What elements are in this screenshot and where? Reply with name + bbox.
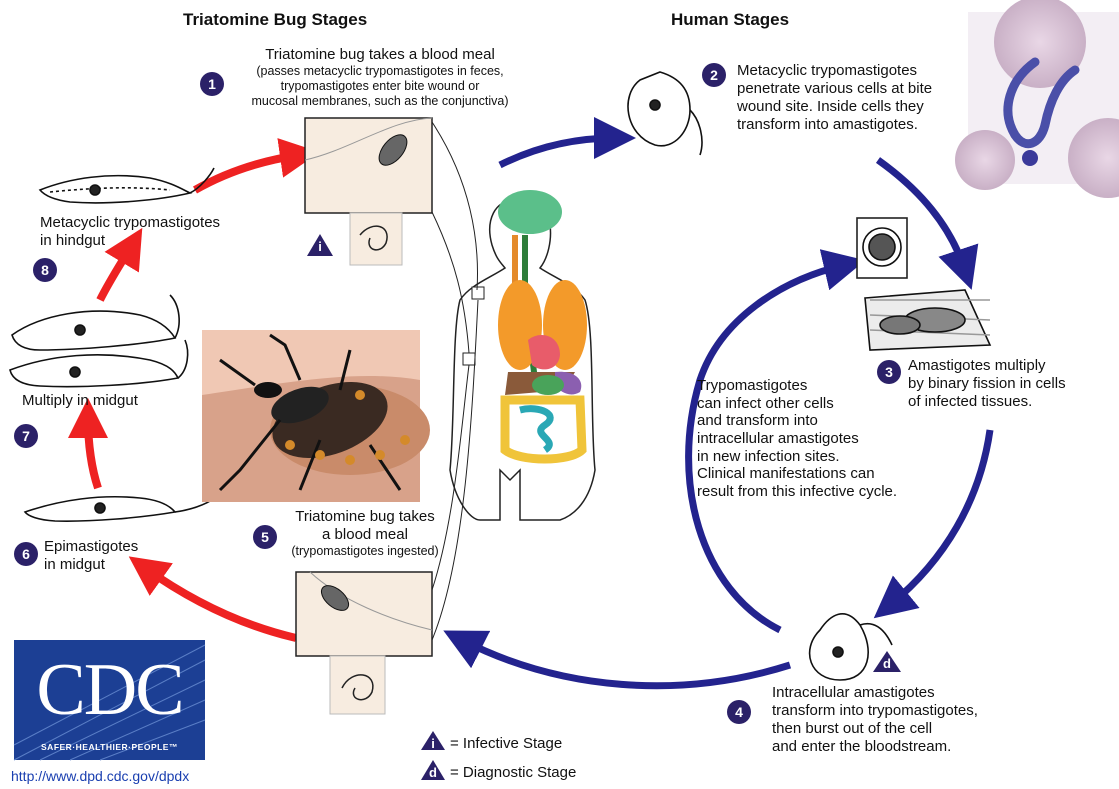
inner-cycle-description: Trypomastigotes can infect other cells a… [697,377,897,501]
infective-stage-marker-i: i [309,239,331,254]
step-7-label: Multiply in midgut [22,392,138,410]
cdc-logo-text: CDC [14,640,205,740]
legend-infective-symbol: i [422,736,444,751]
step-1-badge: 1 [200,72,224,96]
diagnostic-stage-marker-d: d [876,656,898,671]
human-body-illustration [432,122,595,640]
step-8-badge: 8 [33,258,57,282]
step-3-label: Amastigotes multiply by binary fission i… [908,357,1066,411]
step-7-badge: 7 [14,424,38,448]
step-5-detail: (trypomastigotes ingested) [265,544,465,559]
human-stages-header: Human Stages [671,10,789,30]
step-6-label: Epimastigotes in midgut [44,538,138,574]
step-4-badge: 4 [727,700,751,724]
blood-smear-micrograph [955,0,1119,198]
bug-feeding-box-bottom [296,572,432,714]
step-5-title: Triatomine bug takes a blood meal [265,508,465,544]
step-1-label: Triatomine bug takes a blood meal (passe… [225,46,535,109]
step-5-label: Triatomine bug takes a blood meal (trypo… [265,508,465,559]
step-6-badge: 6 [14,542,38,566]
bug-stages-header: Triatomine Bug Stages [183,10,367,30]
legend-diagnostic-label: = Diagnostic Stage [450,764,576,782]
source-url-link[interactable]: http://www.dpd.cdc.gov/dpdx [11,768,189,785]
step-1-detail: (passes metacyclic trypomastigotes in fe… [225,64,535,109]
step-1-title: Triatomine bug takes a blood meal [225,46,535,64]
step-2-label: Metacyclic trypomastigotes penetrate var… [737,62,932,134]
cdc-tagline: SAFER·HEALTHIER·PEOPLE™ [14,742,205,752]
step-4-label: Intracellular amastigotes transform into… [772,684,978,756]
legend-diagnostic-symbol: d [422,765,444,780]
legend-infective-label: = Infective Stage [450,735,562,753]
triatomine-bug-photo [202,330,430,502]
step-8-label: Metacyclic trypomastigotes in hindgut [40,214,220,250]
step-2-badge: 2 [702,63,726,87]
